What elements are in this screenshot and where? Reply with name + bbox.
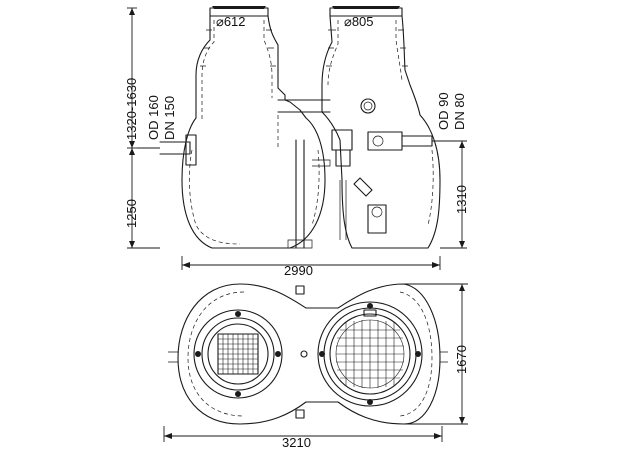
left-manhole-cover: [193, 309, 283, 399]
plan-length-label: 3210: [282, 435, 311, 450]
inlet-od-label: OD 160: [146, 95, 161, 140]
riser-pipe: [295, 139, 305, 249]
plan-labels: 3210 1670: [282, 345, 469, 450]
inlet-dn-label: DN 150: [162, 96, 177, 140]
inlet-depth-label: 1320-1630: [124, 78, 139, 140]
cover-left-label: ⌀612: [216, 14, 246, 29]
inlet-height-label: 1250: [124, 199, 139, 228]
outlet-pipe: [401, 135, 433, 147]
plan-dimensions: [163, 283, 468, 442]
side-labels: ⌀612 ⌀805 1320-1630 OD 160 DN 150 1250 O…: [124, 14, 469, 278]
side-view: [159, 6, 441, 249]
outlet-valve: [367, 131, 403, 151]
outlet-height-label: 1310: [454, 185, 469, 214]
outlet-od-label: OD 90: [436, 92, 451, 130]
side-length-label: 2990: [284, 263, 313, 278]
outlet-dn-label: DN 80: [452, 93, 467, 130]
neck-connection: [277, 99, 331, 113]
side-dimensions: [127, 7, 467, 270]
pump-housing: [331, 129, 353, 151]
port-circle: [360, 98, 376, 114]
cover-right-label: ⌀805: [344, 14, 374, 29]
left-cover-cap: [212, 6, 266, 9]
pump-unit: [367, 204, 387, 234]
plan-view: [168, 283, 448, 425]
inlet-pipe: [159, 141, 191, 155]
right-cover-cap: [332, 6, 400, 9]
plan-outline: [177, 283, 441, 425]
plan-width-label: 1670: [454, 345, 469, 374]
right-manhole-cover: [317, 301, 423, 407]
